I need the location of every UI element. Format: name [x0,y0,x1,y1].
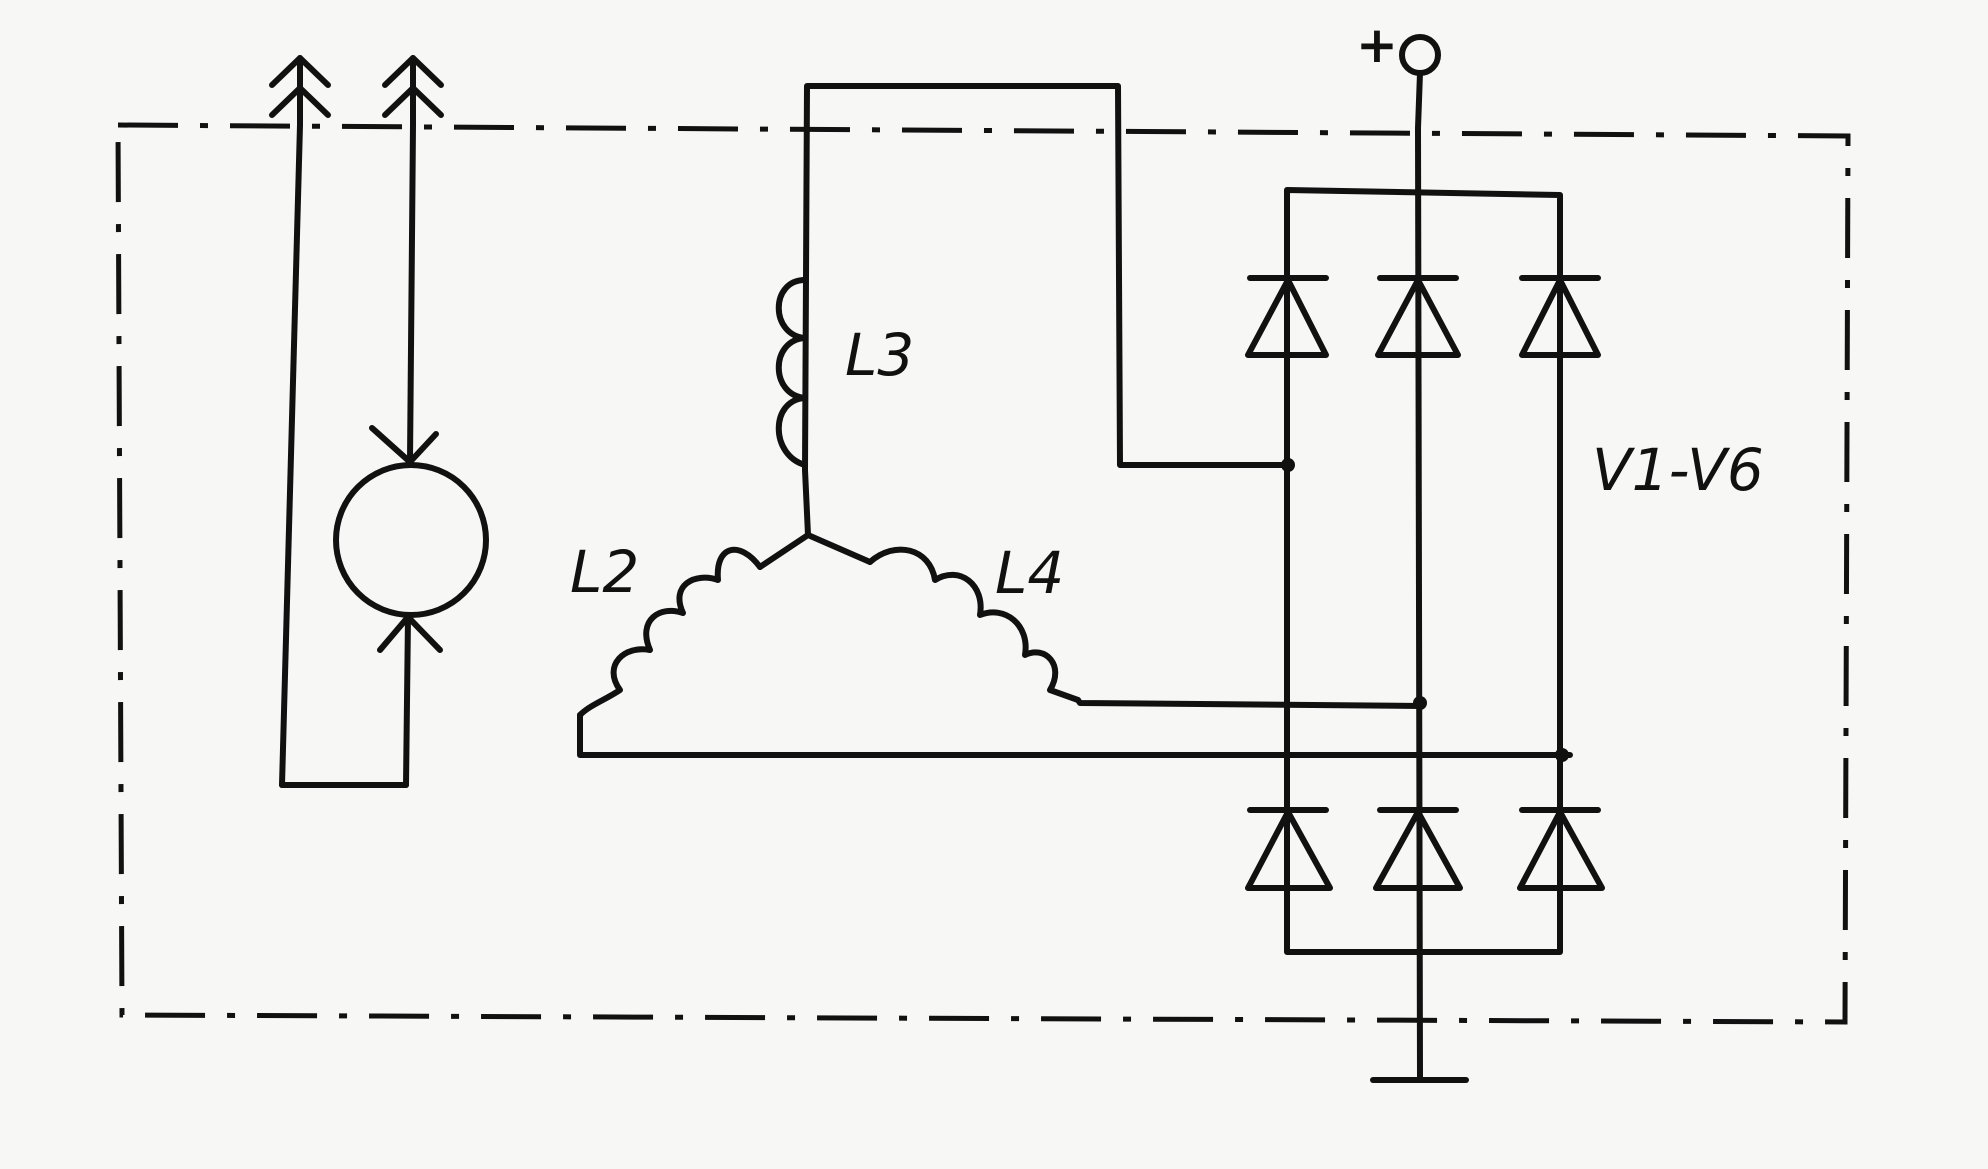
brush-terminal-left [269,55,331,128]
label-l3: L3 [845,321,914,389]
diode-lower-1 [1245,807,1333,891]
label-l4: L4 [995,539,1064,607]
junction-dot-phase-c [1555,748,1569,762]
diode-lower-2 [1373,807,1463,891]
positive-terminal [1399,34,1441,76]
diode-upper-1 [1245,275,1329,358]
coil-l3 [775,277,808,468]
plus-sign: + [1356,16,1398,74]
junction-dot-phase-a [1281,458,1295,472]
diode-lower-3 [1517,807,1605,891]
diode-upper-3 [1519,275,1601,358]
housing-boundary [115,122,1851,1025]
diode-upper-2 [1375,275,1461,358]
junction-dot-phase-b [1413,696,1427,710]
coil-l2 [577,546,763,718]
rectifier-bridge: + V1-V6 [1245,16,1764,1083]
coil-l4 [867,546,1081,703]
rotor-circle [333,462,489,618]
brush-terminal-right [382,55,444,128]
label-diodes: V1-V6 [1592,436,1764,504]
stator-windings: L3 L2 L4 [570,83,1573,758]
rotor-excitation [269,55,489,788]
label-l2: L2 [570,538,639,606]
